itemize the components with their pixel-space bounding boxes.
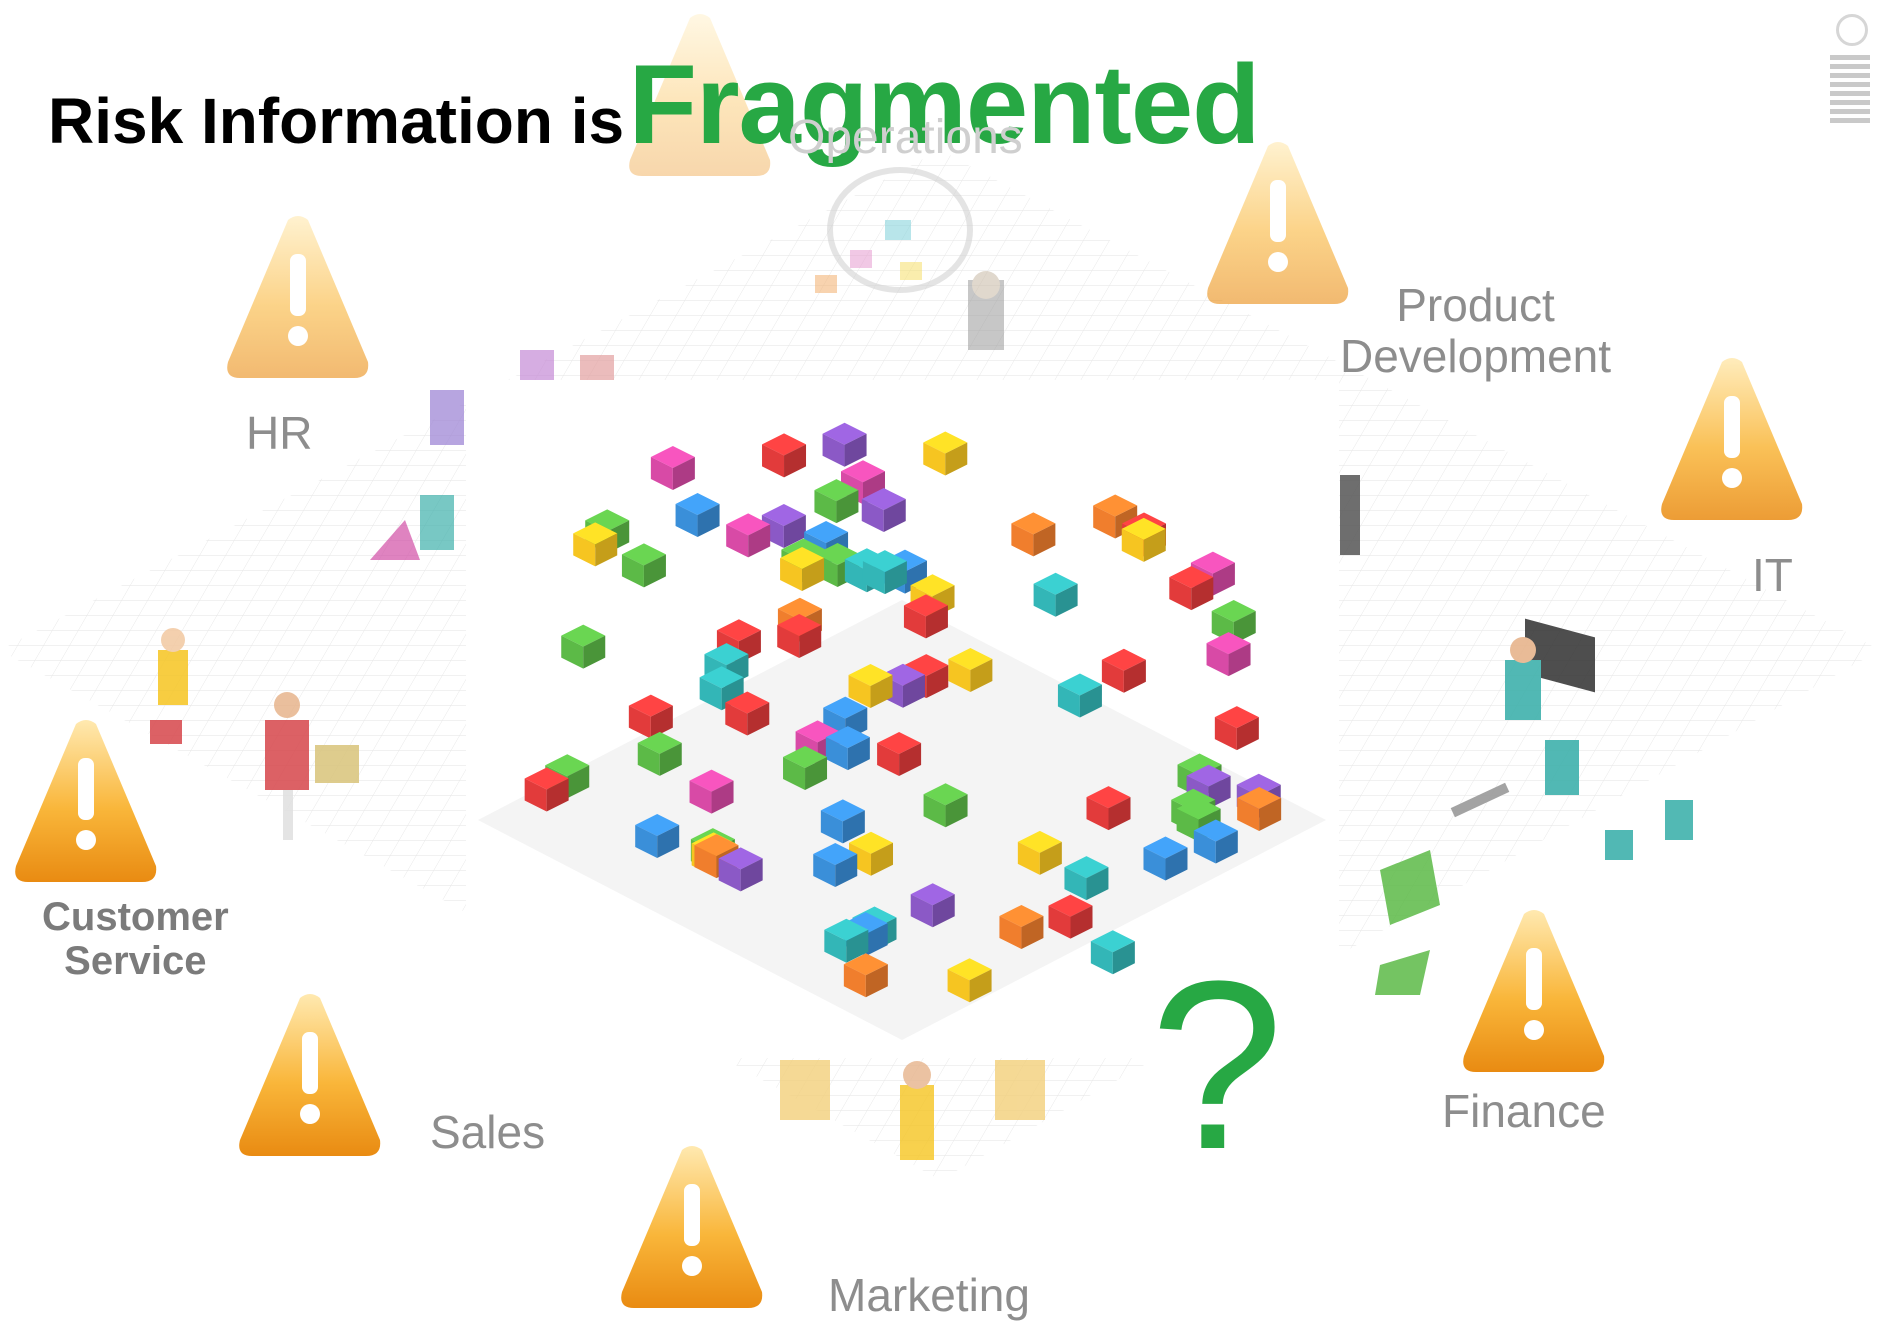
data-cube bbox=[825, 726, 870, 771]
customer-service-scenery bbox=[150, 628, 359, 840]
data-cube bbox=[1193, 819, 1238, 864]
data-cube bbox=[780, 546, 825, 591]
data-cube bbox=[848, 664, 893, 709]
data-cube bbox=[843, 953, 888, 998]
data-cube bbox=[1086, 786, 1131, 831]
data-cube bbox=[561, 624, 606, 669]
data-cube bbox=[621, 543, 666, 588]
data-cube bbox=[1033, 572, 1078, 617]
data-cube bbox=[999, 904, 1044, 949]
data-cube bbox=[824, 918, 869, 963]
title-emphasis: Fragmented bbox=[628, 42, 1261, 167]
data-cube bbox=[675, 493, 720, 538]
data-cube bbox=[1017, 830, 1062, 875]
data-cube bbox=[783, 746, 828, 791]
data-cube bbox=[573, 522, 618, 567]
finance-scenery bbox=[1340, 475, 1440, 995]
warning-triangle-icon bbox=[1463, 910, 1605, 1072]
page-title: Risk Information is Fragmented bbox=[48, 40, 1261, 169]
data-cube bbox=[1143, 836, 1188, 881]
data-cube bbox=[1064, 856, 1109, 901]
data-cubes-panel bbox=[466, 380, 1339, 1058]
data-cube bbox=[877, 732, 922, 777]
data-cube bbox=[650, 446, 695, 491]
scattered-cubes-illustration bbox=[478, 422, 1326, 1040]
data-cube bbox=[637, 731, 682, 776]
data-cube bbox=[689, 769, 734, 814]
ibm-logo bbox=[1830, 55, 1870, 145]
label-sales: Sales bbox=[430, 1106, 546, 1158]
data-cube bbox=[947, 958, 992, 1003]
data-cube bbox=[1169, 566, 1214, 611]
data-cube bbox=[1011, 512, 1056, 557]
data-cube bbox=[1214, 706, 1259, 751]
data-cube bbox=[903, 594, 948, 639]
question-mark: ? bbox=[1150, 931, 1284, 1199]
data-cube bbox=[628, 694, 673, 739]
data-cube bbox=[726, 513, 771, 558]
data-cube bbox=[923, 431, 968, 476]
globe-icon bbox=[1836, 14, 1868, 46]
warning-triangle-icon bbox=[239, 994, 381, 1156]
data-cube bbox=[822, 422, 867, 467]
data-cube bbox=[1237, 786, 1282, 831]
data-cube bbox=[910, 883, 955, 928]
data-cube bbox=[524, 767, 569, 812]
data-cube bbox=[1090, 930, 1135, 975]
label-hr: HR bbox=[246, 407, 313, 459]
data-cube bbox=[861, 488, 906, 533]
data-cube bbox=[820, 799, 865, 844]
data-cube bbox=[718, 847, 763, 892]
warning-triangle-icon bbox=[1207, 142, 1349, 304]
data-cube bbox=[635, 813, 680, 858]
operations-scenery bbox=[815, 167, 1004, 350]
data-cube bbox=[1048, 894, 1093, 939]
label-operations: Operations bbox=[788, 111, 1023, 164]
label-it: IT bbox=[1752, 549, 1793, 601]
data-cube bbox=[725, 691, 770, 736]
marketing-scenery bbox=[780, 1060, 1045, 1160]
data-cube bbox=[813, 842, 858, 887]
data-cube bbox=[1121, 517, 1166, 562]
warning-triangle-icon bbox=[629, 14, 771, 176]
label-product-development: Product Development bbox=[1340, 279, 1612, 382]
it-scenery bbox=[1450, 618, 1693, 860]
label-finance: Finance bbox=[1442, 1085, 1606, 1137]
data-cube bbox=[1206, 632, 1251, 677]
warning-triangle-icon bbox=[227, 216, 369, 378]
data-cube bbox=[762, 433, 807, 478]
label-customer-service: Customer Service bbox=[42, 895, 229, 983]
warning-triangle-icon bbox=[15, 720, 157, 882]
warning-triangle-icon bbox=[621, 1146, 763, 1308]
data-cube bbox=[923, 783, 968, 828]
data-cube bbox=[814, 479, 859, 524]
data-cube bbox=[862, 550, 907, 595]
title-prefix: Risk Information is bbox=[48, 85, 625, 157]
warning-triangle-icon bbox=[1661, 358, 1803, 520]
data-cube bbox=[1057, 673, 1102, 718]
label-marketing: Marketing bbox=[828, 1269, 1030, 1321]
data-cube bbox=[948, 648, 993, 693]
data-cube bbox=[1101, 648, 1146, 693]
cube-floor bbox=[478, 600, 1326, 1040]
data-cube bbox=[849, 831, 894, 876]
